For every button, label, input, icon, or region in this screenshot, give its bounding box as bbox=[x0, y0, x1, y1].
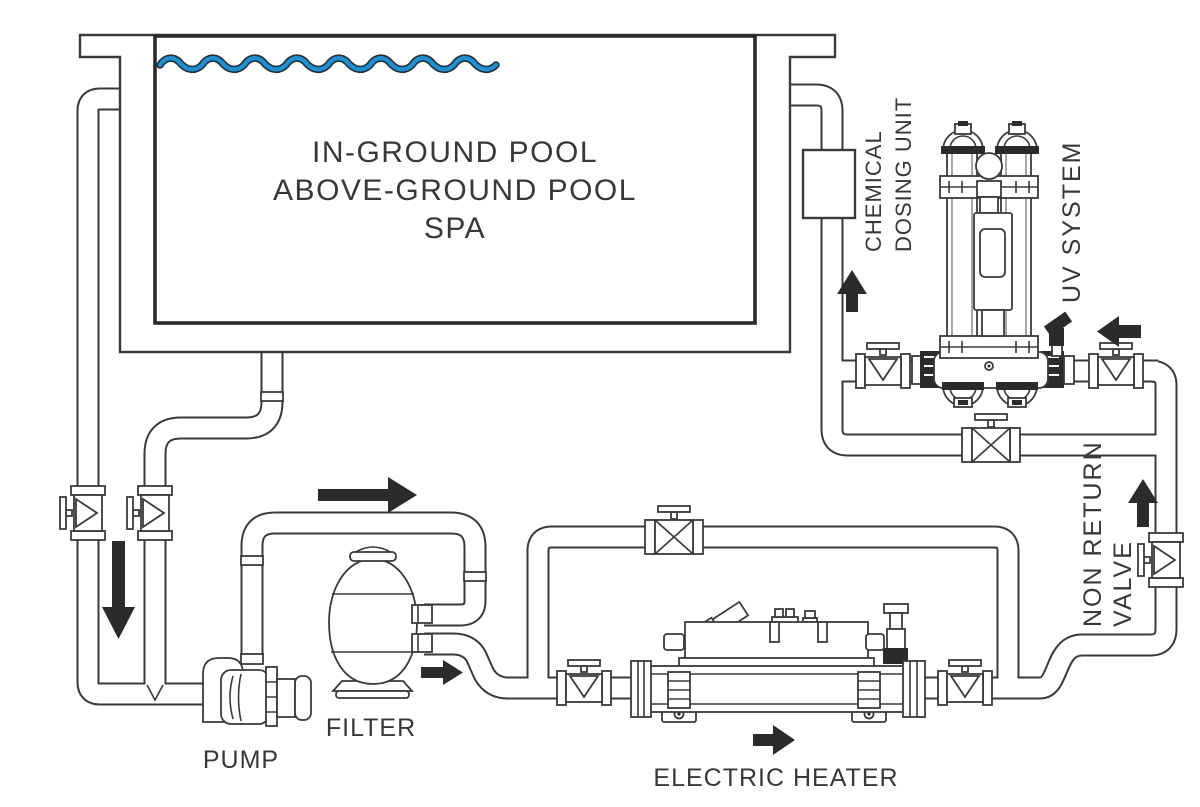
flow-arrow-right-pump bbox=[318, 477, 417, 513]
pipe-junction-seam bbox=[146, 684, 164, 702]
pool-label-line2: ABOVE-GROUND POOL bbox=[273, 174, 637, 207]
bypass-valve-uv bbox=[961, 413, 1021, 463]
gate-valve-heater-inlet bbox=[556, 659, 612, 706]
heater-flange-left bbox=[630, 660, 652, 718]
uv-controller-display bbox=[979, 228, 1006, 278]
heater-sensor-stack bbox=[883, 603, 909, 664]
filter-inlet-port bbox=[411, 604, 433, 624]
filter-label: FILTER bbox=[326, 714, 416, 742]
gate-valve-heater-outlet bbox=[937, 659, 993, 706]
uv-bottom-dome-left bbox=[941, 381, 985, 408]
gate-valve-drain bbox=[126, 485, 173, 541]
flow-arrow-down-suction bbox=[102, 541, 135, 639]
flow-arrow-right-heater bbox=[753, 725, 795, 755]
filter: FILTER bbox=[326, 546, 433, 742]
gate-valve-uv-outlet bbox=[855, 342, 911, 389]
non-return-valve-label-line2: VALVE bbox=[1109, 540, 1137, 627]
filter-lid bbox=[349, 551, 397, 562]
gate-valve-suction-left bbox=[59, 485, 106, 541]
chemical-dosing-box bbox=[801, 148, 857, 220]
uv-top-dome-right bbox=[994, 120, 1040, 155]
uv-system: UV SYSTEM bbox=[911, 120, 1086, 408]
chemical-dosing-unit: CHEMICAL DOSING UNIT bbox=[801, 97, 916, 252]
pump-motor-curves bbox=[229, 673, 242, 722]
pipe-collar bbox=[240, 555, 264, 566]
heater-gland-right bbox=[865, 633, 885, 651]
heater-flange-right bbox=[902, 660, 926, 718]
non-return-valve bbox=[1137, 532, 1184, 588]
uv-bottom-dome-right bbox=[995, 381, 1039, 408]
pipe-cores bbox=[78, 85, 1176, 704]
flow-arrows bbox=[102, 270, 1158, 755]
pool-water-wave-blue bbox=[157, 56, 499, 72]
chemical-dosing-label-line1: CHEMICAL bbox=[861, 130, 886, 252]
filter-base-plate bbox=[335, 690, 410, 699]
pump-label: PUMP bbox=[203, 746, 279, 774]
uv-relief-valve bbox=[1043, 311, 1073, 357]
pump: PUMP bbox=[202, 653, 312, 774]
pipe-network bbox=[76, 83, 1178, 706]
chemical-dosing-label-line2: DOSING UNIT bbox=[891, 97, 916, 252]
uv-center-block bbox=[976, 180, 1002, 198]
flow-arrow-up-nonreturn bbox=[1128, 479, 1158, 527]
heater-gland-left bbox=[663, 633, 685, 651]
pool-label-line1: IN-GROUND POOL bbox=[312, 136, 598, 169]
electric-heater: ELECTRIC HEATER bbox=[630, 600, 926, 792]
vertical-labels: NON RETURN VALVE bbox=[1079, 440, 1137, 627]
filter-tank-seams bbox=[331, 593, 415, 653]
filter-tank bbox=[328, 558, 418, 685]
flow-arrow-up-chemical bbox=[837, 270, 867, 312]
uv-top-dome-left bbox=[940, 120, 986, 155]
pump-shaft-housing bbox=[276, 678, 296, 718]
flow-arrow-right-filter bbox=[421, 660, 463, 685]
bypass-valve-heater bbox=[644, 505, 704, 555]
electric-heater-label: ELECTRIC HEATER bbox=[653, 764, 898, 792]
flow-arrow-left-uv bbox=[1097, 316, 1141, 347]
pipe-collar bbox=[463, 571, 487, 582]
uv-ball-joint bbox=[975, 152, 1003, 180]
pump-outlet-collar bbox=[240, 653, 264, 665]
pool-basin bbox=[153, 34, 757, 325]
pool: IN-GROUND POOL ABOVE-GROUND POOL SPA bbox=[78, 33, 837, 354]
pool-label-line3: SPA bbox=[424, 212, 486, 245]
non-return-valve-label-line1: NON RETURN bbox=[1079, 440, 1107, 627]
pump-motor-block bbox=[220, 669, 270, 725]
pump-end-cap bbox=[294, 675, 312, 721]
gate-valve-uv-inlet bbox=[1088, 342, 1144, 389]
uv-system-label: UV SYSTEM bbox=[1058, 141, 1086, 303]
pipe-collar bbox=[260, 391, 284, 402]
filter-outlet-port bbox=[411, 633, 433, 653]
